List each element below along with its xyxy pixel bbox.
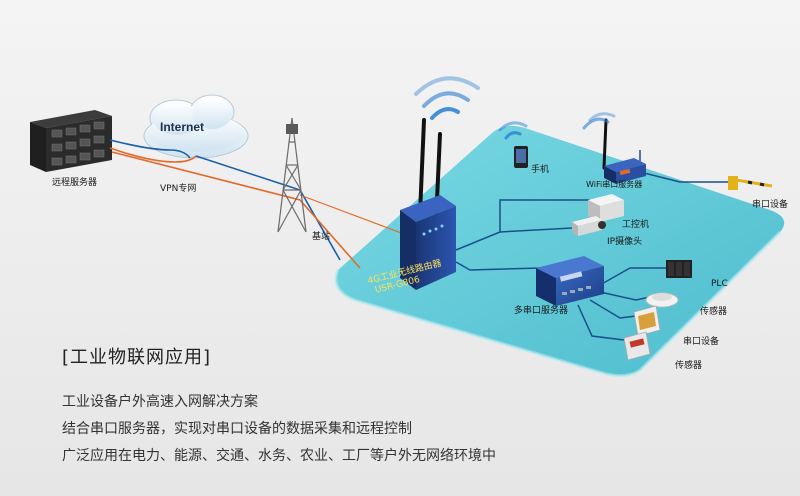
wifi-serial-server-device <box>582 112 646 184</box>
industrial-pc-device <box>588 194 624 222</box>
remote-server-label: 远程服务器 <box>52 178 98 188</box>
sensor-label-1: 传感器 <box>700 307 728 317</box>
plc-device <box>666 260 692 278</box>
description-line-1: 工业设备户外高速入网解决方案 <box>62 394 258 410</box>
serial-device-right-label: 串口设备 <box>752 200 789 210</box>
internet-cloud <box>143 94 249 159</box>
base-station-label: 基站 <box>312 232 331 242</box>
multi-serial-server-label: 多串口服务器 <box>514 306 569 316</box>
section-heading: [工业物联网应用] <box>62 347 212 368</box>
description-block: [工业物联网应用] 工业设备户外高速入网解决方案 结合串口服务器，实现对串口设备… <box>62 343 582 470</box>
wifi-serial-server-label: WiFi串口服务器 <box>586 180 643 189</box>
ip-camera-label: IP摄像头 <box>607 237 643 247</box>
panel-serial-device <box>633 305 661 337</box>
sensor-device-1 <box>645 292 679 308</box>
router-device <box>400 118 456 290</box>
description-line-3: 广泛应用在电力、能源、交通、水务、农业、工厂等户外无网络环境中 <box>62 448 496 464</box>
ip-camera-device <box>572 216 606 236</box>
vpn-label: VPN专网 <box>160 184 197 194</box>
multi-serial-server-device <box>536 256 604 306</box>
platform <box>336 125 785 376</box>
sensor-label-2: 传感器 <box>675 361 703 371</box>
base-station <box>277 117 307 233</box>
phone-device <box>498 121 528 168</box>
industrial-pc-label: 工控机 <box>622 220 650 230</box>
router-wifi-waves <box>414 76 480 120</box>
plc-label: PLC <box>711 279 728 289</box>
remote-server <box>30 110 112 172</box>
serial-device-label-2: 串口设备 <box>683 337 720 347</box>
barrier-serial-device <box>728 176 773 190</box>
sensor-device-2 <box>623 331 651 361</box>
description-line-2: 结合串口服务器，实现对串口设备的数据采集和远程控制 <box>62 421 412 437</box>
phone-label: 手机 <box>531 165 550 175</box>
internet-label: Internet <box>160 120 205 134</box>
